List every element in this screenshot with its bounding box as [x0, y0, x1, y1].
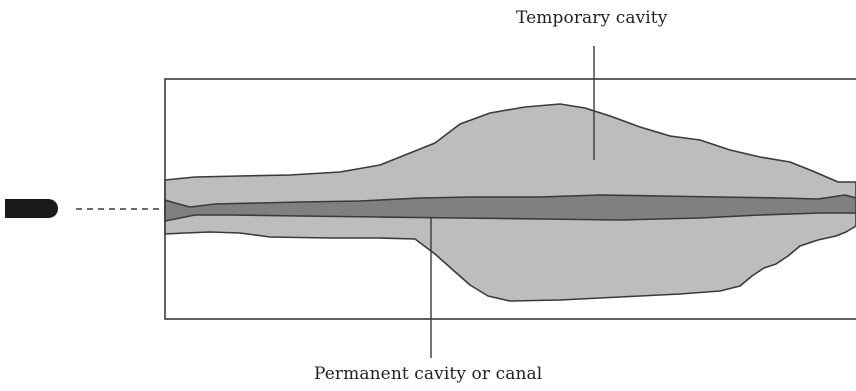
- bullet-projectile: [5, 199, 58, 218]
- permanent-cavity-label: Permanent cavity or canal: [314, 364, 542, 384]
- temporary-cavity-label: Temporary cavity: [516, 8, 667, 28]
